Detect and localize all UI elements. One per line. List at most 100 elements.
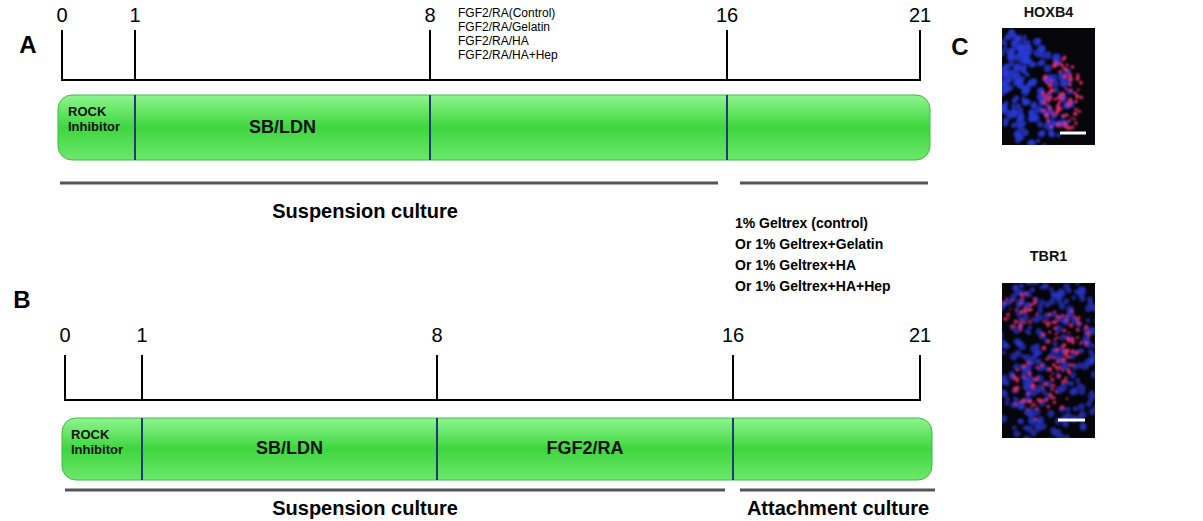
stain-dot xyxy=(1069,381,1075,387)
micrograph xyxy=(1002,28,1095,145)
stain-dot xyxy=(1077,316,1081,320)
stain-dot xyxy=(1076,336,1079,339)
stain-dot xyxy=(1024,438,1030,439)
day-number: 21 xyxy=(909,4,931,26)
stain-dot xyxy=(1038,45,1046,53)
stain-dot xyxy=(1048,367,1052,371)
stain-dot xyxy=(1065,407,1070,412)
stain-dot xyxy=(1062,343,1066,347)
stain-dot xyxy=(1062,362,1070,370)
stain-dot xyxy=(1061,115,1066,120)
stain-dot xyxy=(1068,332,1071,335)
stain-dot xyxy=(1054,121,1060,127)
stain-dot xyxy=(1079,96,1083,100)
stain-dot xyxy=(1051,384,1055,388)
stain-dot xyxy=(1037,308,1043,314)
day-number: 8 xyxy=(424,4,435,26)
stain-dot xyxy=(1088,360,1093,365)
bar-divider xyxy=(134,95,136,160)
stain-dot xyxy=(1048,367,1052,371)
stain-dot xyxy=(1075,378,1080,383)
stain-dot xyxy=(1020,293,1024,297)
stain-dot xyxy=(1028,79,1036,87)
stain-dot xyxy=(1065,68,1068,71)
stain-dot xyxy=(1052,54,1060,62)
treatment-label: ROCK Inhibitor xyxy=(71,427,138,458)
stain-dot xyxy=(1055,332,1058,335)
stain-dot xyxy=(1028,372,1032,376)
stain-dot xyxy=(1032,283,1038,285)
stain-dot xyxy=(1042,109,1050,117)
stain-dot xyxy=(1008,52,1015,59)
stain-dot xyxy=(1008,317,1010,319)
stain-dot xyxy=(1078,403,1085,410)
stain-dot xyxy=(1027,325,1032,330)
stain-dot xyxy=(1048,356,1050,358)
stain-dot xyxy=(1086,331,1090,335)
axis-tick xyxy=(64,355,66,400)
stain-dot xyxy=(1029,304,1032,307)
stain-dot xyxy=(1062,421,1069,428)
stain-dot xyxy=(1014,338,1021,345)
stain-dot xyxy=(1042,382,1045,385)
stain-dot xyxy=(1062,120,1069,127)
stain-dot xyxy=(1048,132,1053,137)
stain-dot xyxy=(1061,314,1064,317)
stain-dot xyxy=(1013,397,1018,402)
stain-dot xyxy=(1004,343,1010,349)
scale-bar xyxy=(1058,419,1085,422)
stain-dot xyxy=(1011,327,1013,329)
stain-dot xyxy=(1073,91,1076,94)
stain-dot xyxy=(1018,324,1022,328)
stain-dot xyxy=(1038,130,1045,137)
stain-dot xyxy=(1063,122,1067,126)
stain-dot xyxy=(1035,366,1038,369)
condition-note: 1% Geltrex (control) xyxy=(735,216,868,231)
stain-dot xyxy=(1025,409,1033,417)
stain-dot xyxy=(1057,336,1060,339)
stain-dot xyxy=(1020,327,1023,330)
stain-dot xyxy=(1077,74,1080,77)
stain-dot xyxy=(1061,369,1064,372)
stain-dot xyxy=(1066,314,1069,317)
stain-dot xyxy=(1045,98,1048,101)
stain-dot xyxy=(1033,352,1039,358)
axis-tick xyxy=(141,355,143,400)
stain-dot xyxy=(1056,373,1062,379)
stain-dot xyxy=(1076,328,1080,332)
stain-dot xyxy=(1073,118,1076,121)
stain-dot xyxy=(1057,374,1061,378)
axis-tick xyxy=(134,30,136,80)
stain-dot xyxy=(1029,400,1032,403)
stain-dot xyxy=(1034,417,1037,420)
stain-dot xyxy=(1046,438,1053,439)
stain-dot xyxy=(1080,424,1087,431)
stain-dot xyxy=(1048,331,1051,334)
stain-dot xyxy=(1002,364,1003,372)
day-number: 16 xyxy=(716,4,738,26)
stain-dot xyxy=(1014,319,1018,323)
stain-dot xyxy=(1054,291,1059,296)
micrograph-panel: TBR1 xyxy=(1000,248,1097,440)
stain-dot xyxy=(1060,63,1064,67)
stain-dot xyxy=(1060,336,1065,341)
stain-dot xyxy=(1064,379,1067,382)
stain-dot xyxy=(1040,130,1046,136)
culture-bar xyxy=(62,418,932,480)
stain-dot xyxy=(1003,118,1007,122)
stain-dot xyxy=(1053,356,1056,359)
stain-dot xyxy=(1006,313,1010,317)
stain-dot xyxy=(1088,397,1093,402)
stain-dot xyxy=(1064,377,1067,380)
stain-dot xyxy=(1025,292,1028,295)
stain-dot xyxy=(1058,107,1062,111)
stain-dot xyxy=(1084,341,1088,345)
treatment-label: SB/LDN xyxy=(256,438,323,459)
stain-dot xyxy=(1071,349,1075,353)
stain-dot xyxy=(1063,329,1067,333)
stain-dot xyxy=(1026,45,1032,51)
stain-dot xyxy=(1063,298,1069,304)
phase-line xyxy=(60,182,718,185)
stain-dot xyxy=(1027,330,1032,335)
stain-dot xyxy=(1055,111,1059,115)
